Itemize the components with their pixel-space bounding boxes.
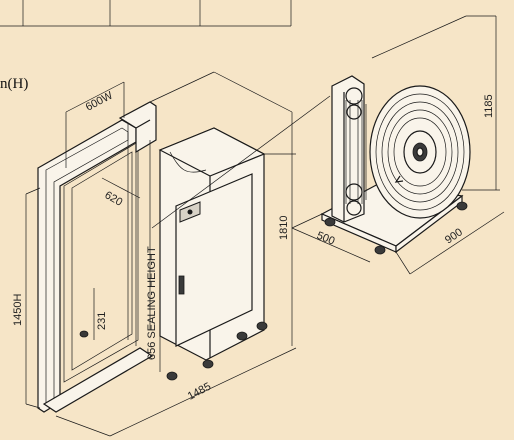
dim-1485: 1485 bbox=[186, 381, 213, 403]
door-handle bbox=[178, 275, 185, 295]
strap-reel bbox=[369, 85, 471, 219]
dim-sealing-height: 656 SEALING HEIGHT bbox=[146, 246, 158, 360]
cabinet-door bbox=[175, 173, 253, 347]
dim-1450h: 1450H bbox=[12, 294, 24, 326]
dispenser-casters bbox=[324, 201, 468, 255]
dim-600w: 600W bbox=[84, 89, 116, 113]
dim-500: 500 bbox=[315, 230, 337, 248]
dim-900: 900 bbox=[443, 226, 465, 246]
strap-dispenser: 1185 500 900 bbox=[151, 15, 505, 275]
machine-dimension-lines bbox=[25, 71, 297, 437]
dim-231: 231 bbox=[96, 312, 108, 330]
top-table-fragment bbox=[0, 0, 292, 27]
arch-bottom bbox=[42, 347, 154, 413]
header-fragment: n(H) bbox=[0, 76, 28, 92]
dim-1185: 1185 bbox=[483, 94, 495, 118]
strapping-machine: 600W 620 656 SEALING HEIGHT 1810 1450H 2… bbox=[12, 71, 297, 437]
cabinet-casters bbox=[79, 321, 268, 381]
dim-620: 620 bbox=[103, 189, 125, 209]
guide-rollers bbox=[345, 87, 367, 216]
dim-1810: 1810 bbox=[278, 216, 290, 240]
dispenser-dimension-lines bbox=[291, 15, 505, 275]
